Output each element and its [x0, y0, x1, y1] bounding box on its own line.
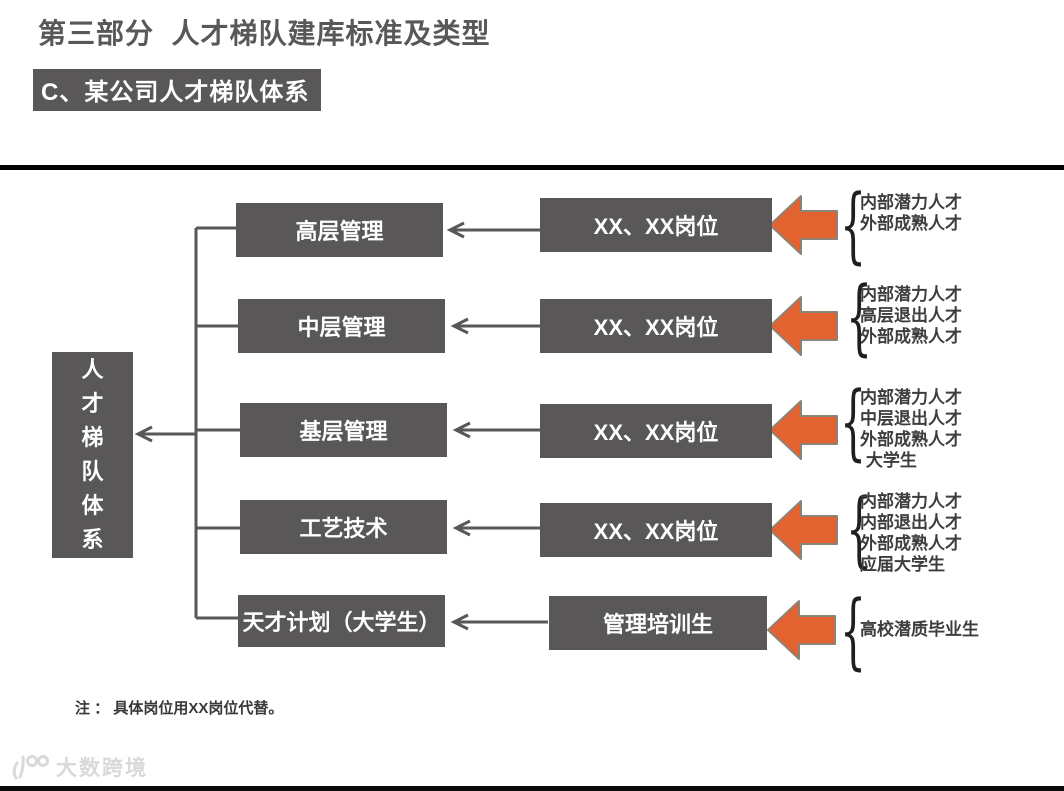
position-label: XX、XX岗位: [593, 420, 719, 445]
level-label: 基层管理: [299, 419, 388, 444]
source-list-row4: 内部潜力人才 内部退出人才 外部成熟人才 应届大学生: [860, 492, 962, 575]
watermark-logo-icon: [12, 755, 49, 780]
level-box-process-technology: 工艺技术: [240, 500, 447, 554]
footnote: 注 ： 具体岗位用XX岗位代替。: [75, 700, 284, 717]
source-list-row1: 内部潜力人才 外部成熟人才: [860, 193, 962, 234]
source-list-row2: 内部潜力人才 高层退出人才 外部成熟人才: [860, 285, 962, 347]
root-box-label: 人才梯队体系: [81, 357, 104, 552]
position-box-row5: 管理培训生: [549, 596, 767, 650]
position-box-row2: XX、XX岗位: [540, 299, 772, 353]
position-label: XX、XX岗位: [593, 519, 719, 544]
level-label: 天才计划（大学生）: [242, 610, 441, 635]
level-box-grassroots-management: 基层管理: [240, 403, 447, 457]
position-label: XX、XX岗位: [593, 315, 719, 340]
root-box-talent-echelon: 人才梯队体系: [52, 352, 133, 558]
watermark: 大数跨境: [10, 752, 148, 782]
position-box-row4: XX、XX岗位: [540, 503, 772, 557]
level-box-senior-management: 高层管理: [236, 203, 443, 257]
divider-line: [0, 165, 1064, 170]
source-list-row3: 内部潜力人才 中层退出人才 外部成熟人才 大学生: [860, 388, 962, 471]
level-label: 高层管理: [295, 219, 384, 244]
level-box-genius-plan: 天才计划（大学生）: [238, 595, 445, 647]
level-label: 中层管理: [297, 315, 386, 340]
position-box-row3: XX、XX岗位: [540, 404, 772, 458]
block-arrow-left-icon: [767, 195, 838, 660]
section-subtitle: C、某公司人才梯队体系: [33, 69, 322, 111]
source-list-row5: 高校潜质毕业生: [860, 620, 979, 640]
level-box-middle-management: 中层管理: [238, 299, 445, 353]
page-title: 第三部分 人才梯队建库标准及类型: [38, 18, 491, 49]
watermark-text: 大数跨境: [56, 757, 148, 780]
bottom-bar: [0, 786, 1064, 791]
position-label: XX、XX岗位: [593, 214, 719, 239]
position-box-row1: XX、XX岗位: [540, 198, 772, 252]
level-label: 工艺技术: [299, 516, 388, 541]
position-label: 管理培训生: [602, 612, 713, 637]
